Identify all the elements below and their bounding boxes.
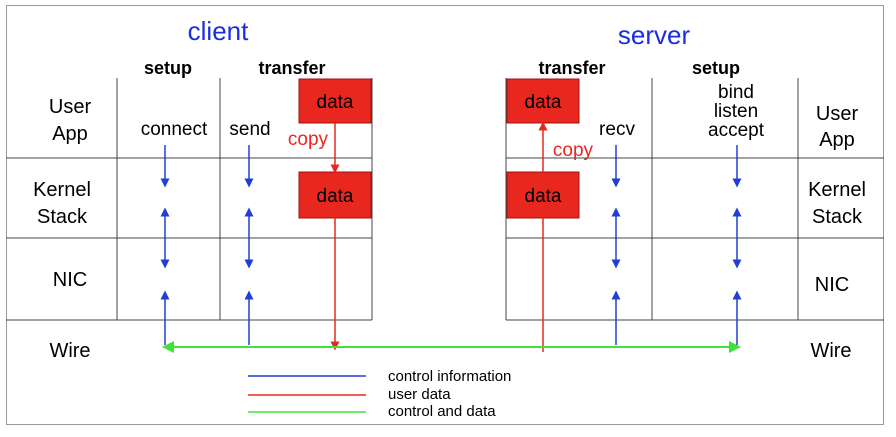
client-copy-label: copy (288, 129, 329, 150)
legend-control-and-data-label: control and data (388, 403, 496, 420)
row-dividers (6, 157, 884, 321)
send-call-label: send (229, 119, 270, 140)
left-nic-label: NIC (53, 269, 87, 291)
left-user-label: User (49, 96, 92, 118)
server-transfer-header: transfer (538, 58, 605, 78)
client-kernel-data-label: data (317, 186, 354, 207)
right-stack-label: Stack (812, 206, 863, 228)
server-kernel-data-label: data (525, 186, 562, 207)
client-user-data-box: data (298, 78, 372, 124)
client-title: client (188, 16, 249, 46)
left-wire-label: Wire (49, 340, 90, 362)
server-kernel-data-box: data (506, 171, 580, 219)
client-setup-header: setup (144, 58, 192, 78)
server-title: server (618, 20, 691, 50)
accept-call-label: accept (708, 120, 765, 141)
diagram-border (6, 5, 884, 425)
client-user-data-label: data (317, 92, 354, 113)
right-kernel-label: Kernel (808, 179, 866, 201)
right-user-label: User (816, 103, 859, 125)
column-dividers (116, 78, 799, 320)
right-app-label: App (819, 129, 855, 151)
listen-call-label: listen (714, 101, 758, 122)
server-copy-label: copy (553, 140, 594, 161)
legend-user-data-label: user data (388, 386, 451, 403)
left-kernel-label: Kernel (33, 179, 91, 201)
legend-control-label: control information (388, 368, 511, 385)
connect-call-label: connect (141, 119, 208, 140)
server-user-data-box: data (506, 78, 580, 124)
right-wire-label: Wire (810, 340, 851, 362)
recv-call-label: recv (599, 119, 635, 140)
bind-call-label: bind (718, 82, 754, 103)
server-user-data-label: data (525, 92, 562, 113)
left-app-label: App (52, 123, 88, 145)
server-setup-header: setup (692, 58, 740, 78)
client-transfer-header: transfer (258, 58, 325, 78)
left-stack-label: Stack (37, 206, 88, 228)
right-nic-label: NIC (815, 274, 849, 296)
client-kernel-data-box: data (298, 171, 372, 219)
legend: control information user data control an… (248, 368, 511, 420)
